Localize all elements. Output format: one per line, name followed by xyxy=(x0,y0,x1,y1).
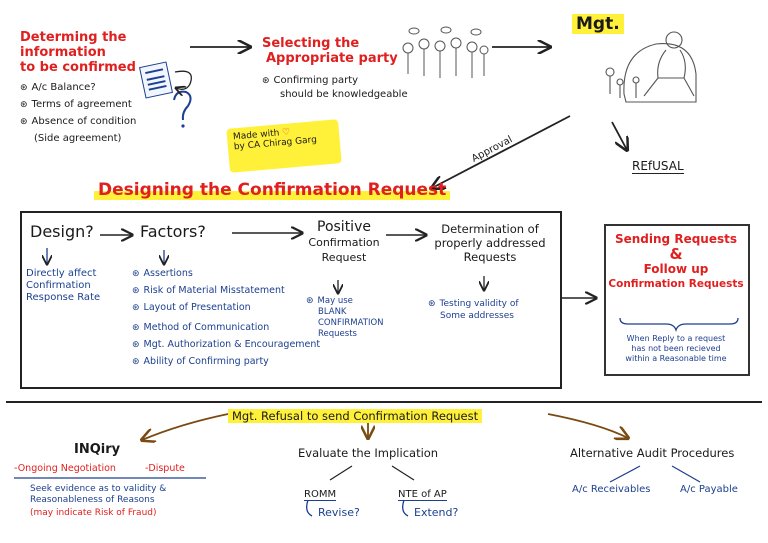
design-note: Directly affect Confirmation Response Ra… xyxy=(26,268,100,304)
design-label: Design? xyxy=(30,222,94,241)
alt-item-receivables: A/c Receivables xyxy=(572,484,651,495)
arrow-to-alt xyxy=(547,413,628,438)
refusal-section-title: Mgt. Refusal to send Confirmation Reques… xyxy=(228,405,483,424)
factors-list: Assertions Risk of Material Misstatement… xyxy=(132,268,321,371)
designing-box xyxy=(20,211,562,389)
inquiry-item-negotiation: -Ongoing Negotiation xyxy=(14,463,116,474)
info-item-side: (Side agreement) xyxy=(34,133,122,144)
info-block: Determing the information to be confirme… xyxy=(20,30,188,148)
mgt-label: Mgt. xyxy=(572,14,624,34)
romm-label-text: ROMM xyxy=(304,489,337,501)
factor-assertions: Assertions xyxy=(132,268,320,280)
positive-label-line2: Confirmation xyxy=(308,236,380,249)
party-note: Confirming party should be knowledgeable xyxy=(262,74,462,101)
arrow-refusal xyxy=(611,121,627,150)
design-note-line1: Directly affect xyxy=(26,268,97,279)
romm-label: ROMM xyxy=(304,482,337,501)
positive-note: May use BLANK CONFIRMATION Requests xyxy=(306,296,384,340)
inquiry-item-dispute: -Dispute xyxy=(144,463,185,474)
designing-title: Designing the Confirmation Request xyxy=(94,180,451,200)
designing-title-text: Designing the Confirmation Request xyxy=(94,180,451,200)
inquiry-items: -Ongoing Negotiation -Dispute xyxy=(14,463,214,474)
positive-label-line3: Request xyxy=(321,251,367,264)
crowd-illustration xyxy=(398,26,490,92)
info-item-terms: Terms of agreement xyxy=(20,98,188,112)
positive-label: Positive Confirmation Request xyxy=(302,220,386,265)
arrow-to-inquiry xyxy=(142,413,229,440)
party-block: Selecting the Appropriate party Confirmi… xyxy=(262,36,462,101)
sending-title-line1: Sending Requests xyxy=(614,232,737,246)
party-title-line2: Appropriate party xyxy=(266,51,398,66)
determination-label-line2: properly addressed xyxy=(434,236,546,250)
inquiry-fraud: (may indicate Risk of Fraud) xyxy=(30,508,157,518)
nte-label: NTE of AP xyxy=(398,482,447,501)
sending-amp: & xyxy=(669,245,683,263)
info-title-line2: to be confirmed xyxy=(20,60,136,75)
inquiry-note-line2: Reasonableness of Reasons xyxy=(30,495,155,505)
manager-illustration xyxy=(596,22,716,110)
determination-note-line1: Testing validity of xyxy=(428,298,519,310)
refusal-section-title-text: Mgt. Refusal to send Confirmation Reques… xyxy=(228,409,483,423)
manager-sketch xyxy=(605,31,697,103)
nte-label-text: NTE of AP xyxy=(398,489,447,501)
sending-title-line2: Follow up xyxy=(643,262,709,276)
branch-romm xyxy=(329,465,353,481)
romm-action: Revise? xyxy=(318,506,360,519)
sending-note-line3: within a Reasonable time xyxy=(625,354,727,363)
info-item-balance: A/c Balance? xyxy=(20,81,188,95)
positive-note-line4: Requests xyxy=(318,329,357,339)
mgt-label-text: Mgt. xyxy=(572,14,624,34)
sending-note-line2: has not been recieved xyxy=(631,344,721,353)
brace-nte xyxy=(402,499,409,517)
party-note-line2: should be knowledgeable xyxy=(280,89,408,100)
nte-action: Extend? xyxy=(414,506,459,519)
determination-label: Determination of properly addressed Requ… xyxy=(428,222,552,264)
info-item-absence: Absence of condition xyxy=(20,115,188,129)
arrow-approval xyxy=(432,115,571,188)
factor-romm: Risk of Material Misstatement xyxy=(132,285,320,297)
determination-label-line3: Requests xyxy=(463,250,517,264)
brace-romm xyxy=(306,499,313,517)
alt-label: Alternative Audit Procedures xyxy=(570,446,735,460)
factors-label: Factors? xyxy=(140,222,206,241)
info-list: A/c Balance? Terms of agreement Absence … xyxy=(20,81,188,145)
positive-note-line3: CONFIRMATION xyxy=(318,318,384,328)
alt-item-payable: A/c Payable xyxy=(680,484,738,495)
branch-alt-right xyxy=(671,465,701,483)
factor-method: Method of Communication xyxy=(132,322,320,334)
positive-label-line1: Positive xyxy=(317,219,371,235)
positive-note-line1: May use xyxy=(306,296,384,307)
factor-ability: Ability of Confirming party xyxy=(132,356,320,368)
sending-box xyxy=(604,224,750,376)
refusal-label-text: REfUSAL xyxy=(632,159,684,174)
sending-note-line1: When Reply to a request xyxy=(626,334,726,343)
info-title-line1: Determing the information xyxy=(20,30,127,60)
inquiry-note-line1: Seek evidence as to validity & xyxy=(30,484,167,494)
crowd-sketch xyxy=(402,26,489,78)
determination-label-line1: Determination of xyxy=(441,222,539,236)
branch-nte xyxy=(391,465,415,481)
design-note-line2: Confirmation xyxy=(26,280,91,291)
design-note-line3: Response Rate xyxy=(26,292,101,303)
evaluate-label: Evaluate the Implication xyxy=(298,446,439,460)
sending-title: Sending Requests & Follow up Confirmatio… xyxy=(606,232,746,292)
inquiry-note: Seek evidence as to validity & Reasonabl… xyxy=(30,484,166,506)
refusal-label: REfUSAL xyxy=(632,155,684,174)
sending-title-line3: Confirmation Requests xyxy=(608,278,744,290)
party-note-line1: Confirming party xyxy=(262,74,462,88)
brace-sending xyxy=(619,317,739,333)
determination-note-line2: Some addresses xyxy=(440,311,514,321)
sending-note: When Reply to a request has not been rec… xyxy=(608,334,744,364)
branch-alt-left xyxy=(609,465,641,483)
determination-note: Testing validity of Some addresses xyxy=(428,298,519,322)
factor-layout: Layout of Presentation xyxy=(132,302,320,314)
factor-mgt-authorization: Mgt. Authorization & Encouragement xyxy=(132,339,321,351)
inquiry-label: INQiry xyxy=(74,442,121,457)
party-title-line1: Selecting the xyxy=(262,36,360,51)
positive-note-line2: BLANK xyxy=(318,307,347,317)
